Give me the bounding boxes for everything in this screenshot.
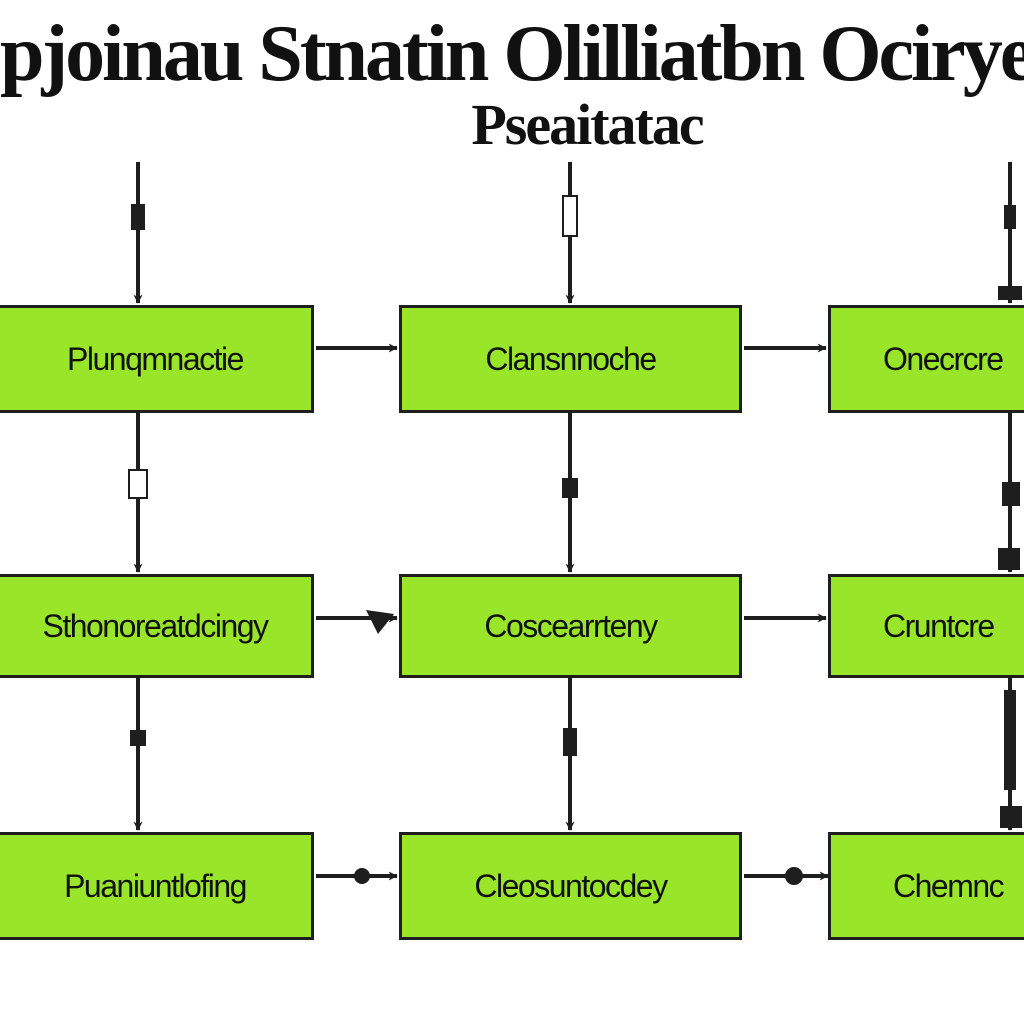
diagram-title: pjoinau Stnatin Olilliatbn Ocirye bbox=[0, 10, 1024, 98]
connector-tick bbox=[563, 728, 577, 756]
diagram-subtitle: Pseaitatac bbox=[471, 92, 704, 157]
process-box-r2c2: Coscearrteny bbox=[399, 574, 742, 678]
connector-tick bbox=[998, 286, 1022, 300]
process-box-r2c3: Cruntcre bbox=[828, 574, 1024, 678]
connector-tick bbox=[1002, 482, 1020, 506]
connector-tick bbox=[562, 195, 578, 237]
process-box-label: Coscearrteny bbox=[484, 607, 658, 644]
connector-tick bbox=[354, 868, 370, 884]
connector-tick bbox=[128, 469, 148, 499]
process-box-label: Puaniuntlofing bbox=[64, 867, 247, 904]
connector-tick bbox=[130, 730, 146, 746]
connector-tick bbox=[1000, 806, 1022, 828]
process-box-label: Cruntcre bbox=[883, 607, 995, 644]
connector-tick bbox=[366, 610, 394, 634]
process-box-r3c3: Chemnc bbox=[828, 832, 1024, 940]
process-box-label: Onecrcre bbox=[883, 340, 1004, 377]
process-box-label: Sthonoreatdcingy bbox=[42, 607, 269, 644]
process-box-r1c3: Onecrcre bbox=[828, 305, 1024, 413]
connector-tick bbox=[1004, 205, 1016, 229]
process-box-r3c2: Cleosuntocdey bbox=[399, 832, 742, 940]
connector-tick bbox=[785, 867, 803, 885]
process-box-label: Cleosuntocdey bbox=[474, 867, 668, 904]
process-box-r2c1: Sthonoreatdcingy bbox=[0, 574, 314, 678]
connector-tick bbox=[1004, 690, 1016, 790]
process-box-label: Chemnc bbox=[893, 867, 1005, 904]
process-box-label: Plunqmnactie bbox=[67, 340, 244, 377]
process-box-label: Clansnnoche bbox=[485, 340, 657, 377]
process-box-r1c2: Clansnnoche bbox=[399, 305, 742, 413]
connector-tick bbox=[562, 478, 578, 498]
connector-tick bbox=[131, 204, 145, 230]
process-box-r1c1: Plunqmnactie bbox=[0, 305, 314, 413]
connector-tick bbox=[998, 548, 1020, 570]
process-box-r3c1: Puaniuntlofing bbox=[0, 832, 314, 940]
